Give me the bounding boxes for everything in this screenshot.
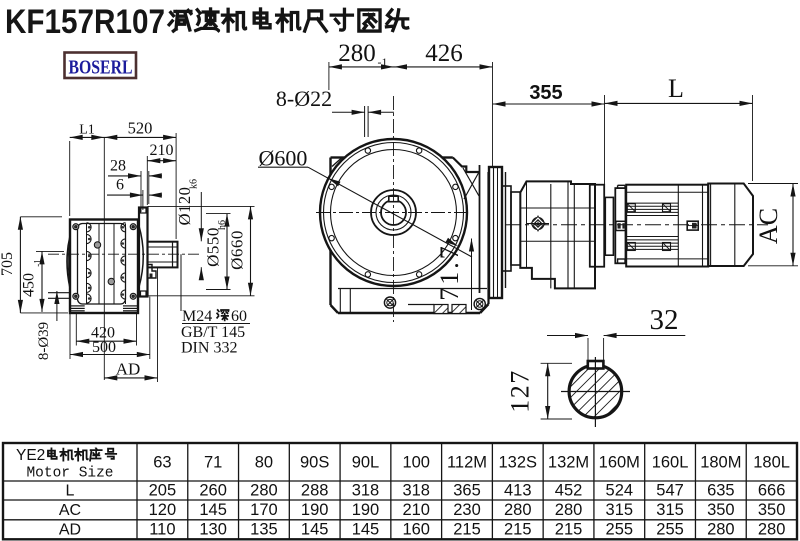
svg-text:132S: 132S (498, 454, 537, 472)
svg-text:215: 215 (453, 521, 481, 539)
svg-text:190: 190 (352, 501, 380, 519)
svg-text:L: L (66, 483, 75, 500)
svg-text:288: 288 (301, 482, 329, 500)
svg-text:210: 210 (402, 501, 430, 519)
svg-text:315: 315 (606, 501, 634, 519)
svg-text:160: 160 (402, 521, 430, 539)
svg-text:255: 255 (606, 521, 634, 539)
svg-text:AD: AD (116, 360, 141, 379)
svg-text:110: 110 (149, 521, 175, 539)
svg-text:413: 413 (504, 482, 532, 500)
svg-text:28: 28 (110, 158, 126, 175)
svg-text:500: 500 (92, 339, 116, 356)
svg-text:318: 318 (352, 482, 380, 500)
svg-text:k6: k6 (189, 179, 200, 189)
svg-text:Ø600: Ø600 (259, 146, 308, 171)
svg-text:355: 355 (529, 82, 562, 104)
svg-text:90S: 90S (300, 454, 329, 472)
svg-text:190: 190 (301, 501, 329, 519)
svg-text:135: 135 (250, 521, 278, 539)
svg-text:280: 280 (707, 521, 735, 539)
svg-text:230: 230 (453, 501, 481, 519)
svg-text:180L: 180L (753, 454, 790, 472)
svg-text:60: 60 (231, 308, 247, 325)
svg-text:6: 6 (116, 177, 124, 194)
svg-text:AC: AC (754, 208, 783, 244)
svg-text:210: 210 (150, 142, 174, 159)
svg-text:205: 205 (149, 482, 177, 500)
svg-text:-1: -1 (378, 55, 388, 69)
svg-text:71.7: 71.7 (435, 243, 464, 301)
svg-text:127: 127 (506, 369, 535, 413)
svg-text:DIN 332: DIN 332 (181, 340, 237, 357)
svg-text:32: 32 (650, 304, 679, 336)
svg-text:90L: 90L (352, 454, 380, 472)
svg-text:315: 315 (656, 501, 684, 519)
svg-text:547: 547 (656, 482, 684, 500)
svg-text:BOSERL: BOSERL (69, 57, 133, 79)
svg-text:130: 130 (199, 521, 227, 539)
svg-text:280: 280 (338, 40, 376, 67)
svg-text:666: 666 (758, 482, 786, 500)
svg-text:AD: AD (59, 522, 81, 539)
svg-text:63: 63 (153, 454, 171, 472)
svg-text:255: 255 (656, 521, 684, 539)
svg-text:145: 145 (199, 501, 227, 519)
svg-text:100: 100 (402, 454, 430, 472)
svg-text:145: 145 (301, 521, 329, 539)
svg-text:170: 170 (250, 501, 278, 519)
svg-text:80: 80 (255, 454, 273, 472)
svg-text:71: 71 (204, 454, 222, 472)
svg-text:112M: 112M (447, 454, 487, 472)
svg-text:280: 280 (758, 521, 786, 539)
svg-text:365: 365 (453, 482, 481, 500)
svg-text:260: 260 (199, 482, 227, 500)
svg-text:215: 215 (555, 521, 583, 539)
svg-text:520: 520 (128, 119, 153, 138)
svg-text:160M: 160M (599, 454, 640, 472)
svg-text:318: 318 (402, 482, 430, 500)
svg-text:h6: h6 (217, 220, 228, 230)
svg-text:8-Ø39: 8-Ø39 (36, 322, 52, 360)
svg-text:Motor Size: Motor Size (26, 466, 113, 482)
svg-text:350: 350 (707, 501, 735, 519)
svg-text:280: 280 (504, 501, 532, 519)
svg-text:426: 426 (425, 40, 463, 67)
svg-text:180M: 180M (700, 454, 741, 472)
svg-text:524: 524 (606, 482, 634, 500)
svg-text:YE2: YE2 (16, 447, 45, 464)
svg-text:L1: L1 (79, 123, 95, 138)
svg-text:-1: -1 (33, 259, 43, 267)
svg-text:132M: 132M (548, 454, 589, 472)
svg-text:120: 120 (149, 501, 177, 519)
svg-text:160L: 160L (652, 454, 689, 472)
svg-text:420: 420 (91, 325, 115, 342)
svg-text:452: 452 (555, 482, 583, 500)
svg-text:635: 635 (707, 482, 735, 500)
svg-text:M24: M24 (182, 308, 212, 325)
svg-text:280: 280 (555, 501, 583, 519)
svg-text:145: 145 (352, 521, 380, 539)
svg-text:KF157R107: KF157R107 (5, 3, 165, 41)
svg-text:Ø550: Ø550 (204, 227, 223, 267)
svg-text:L: L (668, 74, 684, 103)
svg-text:AC: AC (59, 502, 81, 519)
svg-text:350: 350 (758, 501, 786, 519)
svg-text:Ø660: Ø660 (228, 230, 247, 270)
svg-text:705: 705 (0, 252, 16, 276)
svg-text:215: 215 (504, 521, 532, 539)
svg-text:450: 450 (21, 273, 38, 297)
svg-text:8-Ø22: 8-Ø22 (276, 86, 332, 111)
svg-text:GB/T 145: GB/T 145 (181, 324, 245, 341)
svg-text:280: 280 (250, 482, 278, 500)
